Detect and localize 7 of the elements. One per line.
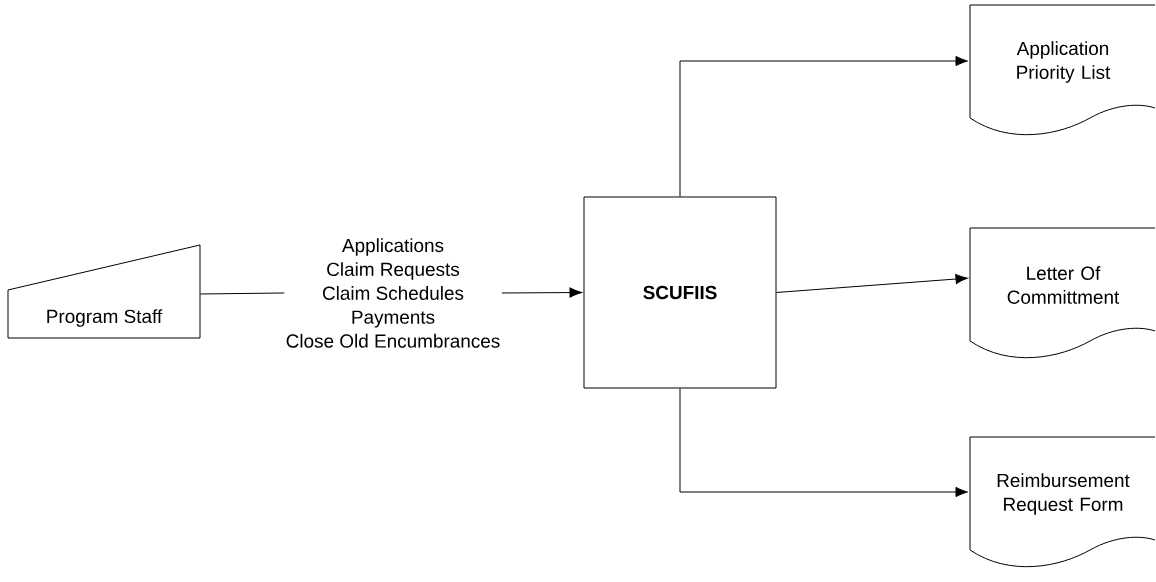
connector-line <box>200 292 285 295</box>
arrow <box>679 388 969 498</box>
arrow <box>776 273 969 293</box>
arrow <box>679 55 969 197</box>
process-box: SCUFIIS <box>583 196 777 389</box>
arrow <box>501 287 583 298</box>
data-list: Applications Claim Requests Claim Schedules Payments Close Old Encumbrances <box>286 238 500 348</box>
